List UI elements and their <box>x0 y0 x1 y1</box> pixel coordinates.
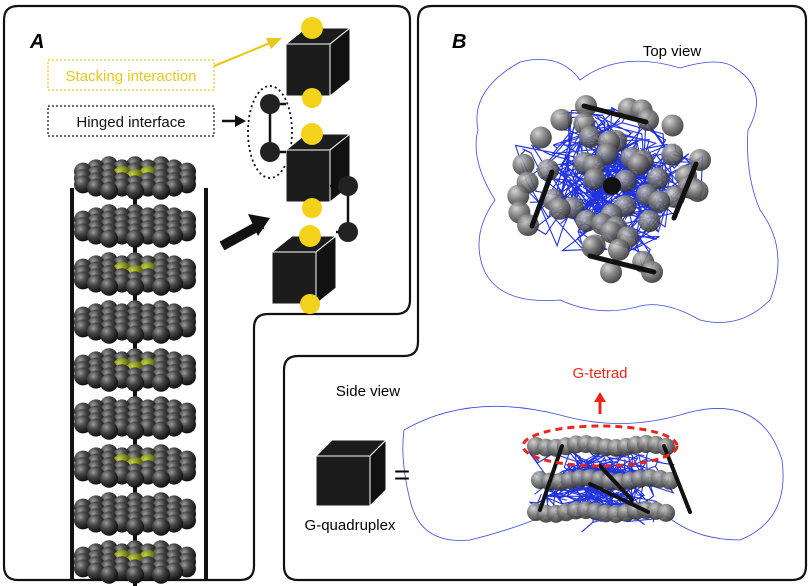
top-view-guanines <box>507 95 711 284</box>
g-tetrad-ellipse <box>521 424 679 468</box>
dark-sphere <box>126 421 144 440</box>
hinge-ellipse <box>247 85 293 179</box>
panel-a-border <box>2 4 412 582</box>
guanine-sphere <box>507 184 530 207</box>
guanine-sphere <box>583 168 606 191</box>
guanine-sphere <box>646 167 669 190</box>
guanine-sphere <box>607 238 630 261</box>
backbone-branch <box>560 217 568 224</box>
guanine-sphere <box>627 153 650 176</box>
backbone-branch <box>638 454 645 457</box>
g-tetrad-arrowhead <box>594 392 606 402</box>
yellow-guanine <box>302 88 322 108</box>
dark-sphere <box>126 373 144 392</box>
guanine-sphere <box>648 190 671 213</box>
backbone-branch <box>537 493 542 504</box>
dark-sphere <box>126 325 144 344</box>
guanine-sphere <box>637 109 659 131</box>
backbone-branch <box>602 115 612 128</box>
dark-sphere <box>100 517 118 536</box>
dark-sphere <box>126 277 144 296</box>
guanine-sphere <box>581 236 604 259</box>
panel-b-letter: B <box>452 31 466 53</box>
yellow-guanine <box>301 123 323 145</box>
top-view-loops <box>529 103 699 275</box>
yellow-guanine <box>300 294 320 314</box>
dark-sphere <box>152 325 170 344</box>
top-view-label: Top view <box>643 43 702 60</box>
guanine-sphere <box>529 126 552 149</box>
hinged-label-box <box>47 105 215 137</box>
yellow-guanine <box>301 17 323 39</box>
guanine-sphere <box>548 197 571 220</box>
dark-sphere <box>100 325 118 344</box>
dark-sphere <box>126 181 144 200</box>
g-tetrad-label: G-tetrad <box>572 365 627 382</box>
side-view-structure <box>402 405 784 541</box>
equals-sign: = <box>394 459 410 490</box>
guanine-sphere <box>512 153 535 176</box>
dark-sphere <box>126 469 144 488</box>
dark-sphere <box>152 517 170 536</box>
guanine-sphere <box>661 143 684 166</box>
hinged-arrowhead <box>235 115 246 127</box>
guanine-sphere <box>600 261 623 284</box>
backbone-branch <box>581 522 594 533</box>
stacking-label: Stacking interaction <box>66 68 197 85</box>
chevron-arrow-icon <box>219 214 270 251</box>
stacking-arrowhead <box>266 38 282 49</box>
dark-sphere <box>100 373 118 392</box>
dark-sphere <box>152 469 170 488</box>
cube-2 <box>284 123 352 218</box>
dark-sphere <box>100 229 118 248</box>
dark-sphere <box>100 277 118 296</box>
stacking-arrow <box>213 41 271 68</box>
stacking-label-box <box>47 59 215 91</box>
cube-1 <box>284 17 352 108</box>
side-view-guanines <box>527 435 679 523</box>
cube-stack <box>260 17 358 314</box>
dark-sphere <box>152 421 170 440</box>
panel-b-border <box>282 4 808 582</box>
g-quadruplex-tower <box>70 156 208 586</box>
cube-3 <box>270 225 338 314</box>
dark-sphere <box>152 565 170 584</box>
panel-a-letter: A <box>29 31 44 53</box>
hinge-2 <box>330 176 358 242</box>
side-view-label: Side view <box>336 383 400 400</box>
guanine-sphere <box>661 114 684 137</box>
dark-sphere <box>100 181 118 200</box>
dark-sphere <box>126 565 144 584</box>
dark-sphere <box>126 517 144 536</box>
panel-b: B Top view Side view <box>282 4 808 582</box>
dark-sphere <box>100 421 118 440</box>
guanine-sphere <box>550 108 573 131</box>
dark-sphere <box>126 229 144 248</box>
dark-sphere <box>152 229 170 248</box>
guanine-sphere <box>578 126 601 149</box>
legend-label: G-quadruplex <box>305 517 396 534</box>
guanine-sphere <box>657 503 675 522</box>
top-view-structure <box>475 59 779 323</box>
guanine-sphere <box>638 210 661 233</box>
guanine-sphere <box>537 159 559 181</box>
central-ion <box>603 177 621 195</box>
hinge-1 <box>260 94 286 162</box>
legend-cube-icon <box>314 438 388 508</box>
side-view-loops <box>538 444 692 514</box>
yellow-guanine <box>302 198 322 218</box>
panel-a: A Stacking interaction Hinged interface <box>2 4 412 586</box>
yellow-guanine <box>299 225 321 247</box>
dark-sphere <box>152 277 170 296</box>
dark-sphere <box>100 469 118 488</box>
dark-sphere <box>152 181 170 200</box>
guanine-sphere <box>686 180 709 203</box>
dark-sphere <box>100 565 118 584</box>
guanine-sphere <box>600 221 623 244</box>
dark-sphere <box>152 373 170 392</box>
hinged-label: Hinged interface <box>76 114 185 131</box>
